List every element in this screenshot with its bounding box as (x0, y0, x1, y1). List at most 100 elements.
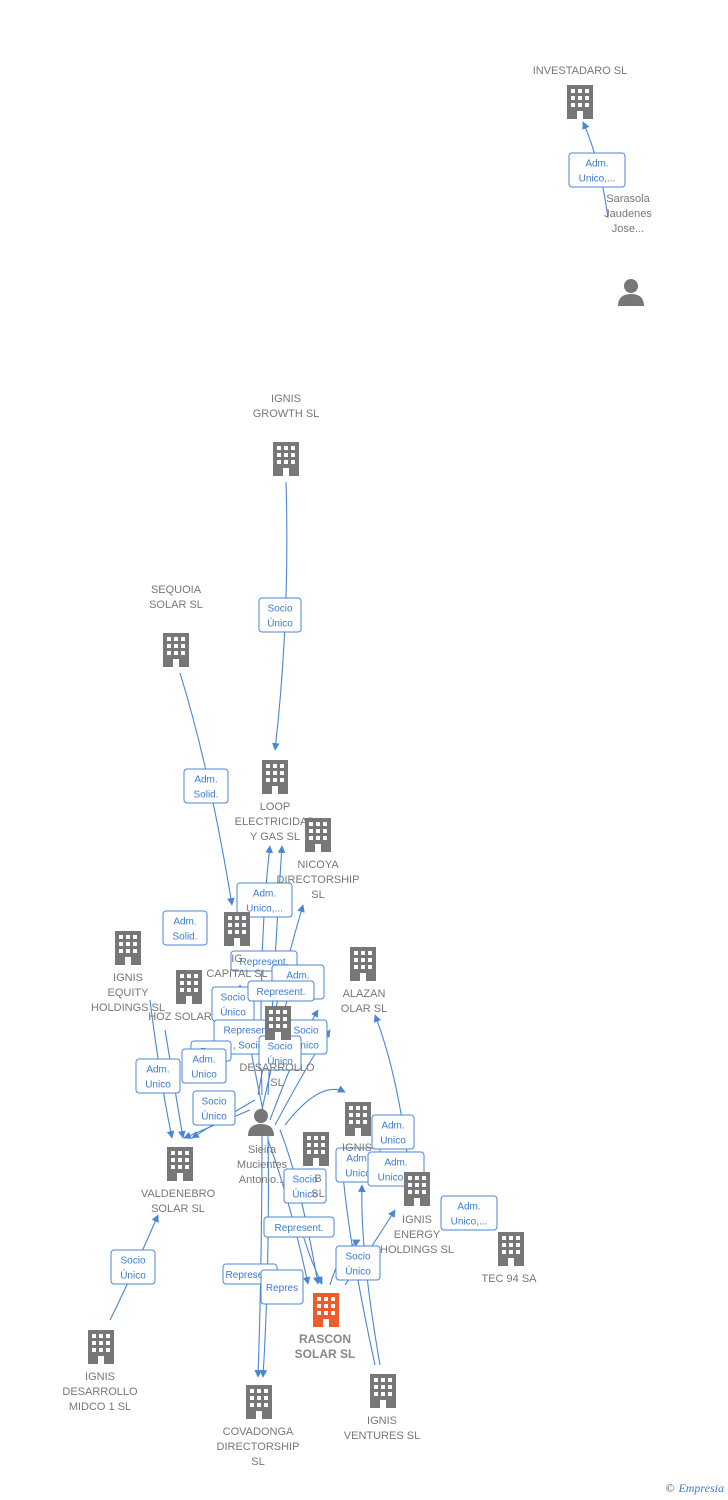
node-label: Sieira (248, 1144, 277, 1156)
relation-text: Único (292, 1188, 318, 1201)
brand-name: Empresia (678, 1481, 724, 1495)
relation-text: Unico,... (451, 1217, 488, 1228)
node-ignis-b[interactable]: BSL (303, 1132, 329, 1200)
node-label: CAPITAL SL (206, 968, 267, 980)
node-tec94[interactable]: TEC 94 SA (481, 1232, 537, 1285)
relation-box (260, 1269, 304, 1305)
node-label: Mucientes (237, 1159, 288, 1171)
node-label: B (314, 1173, 321, 1185)
relation-label[interactable]: Repres (260, 1269, 304, 1305)
relation-text: Represent. (226, 1270, 275, 1281)
relation-box (162, 910, 208, 946)
copyright-icon: © (665, 1481, 675, 1495)
relation-text: Solid. (193, 790, 218, 801)
relation-text: Adm. (384, 1158, 407, 1169)
node-label: SEQUOIA (151, 584, 202, 596)
node-label: RASCON (299, 1332, 351, 1346)
relation-text: Único (267, 617, 293, 630)
relation-label[interactable]: Adm. Unico,... (236, 882, 293, 918)
relation-label[interactable]: Represent. (247, 980, 315, 1002)
building-icon (370, 1374, 396, 1408)
node-label: IGNIS (342, 1142, 372, 1154)
relation-label[interactable]: Adm.Unico (135, 1058, 181, 1094)
node-label: VALDENEBRO (141, 1188, 216, 1200)
relation-box (236, 882, 293, 918)
relation-text: Represent. (257, 987, 306, 998)
relation-text: Unico,... (378, 1173, 415, 1184)
person-icon (248, 1109, 274, 1136)
relation-text: Socio (267, 604, 292, 615)
node-hoz-solar[interactable]: HOZ SOLAR (148, 970, 212, 1023)
relation-label[interactable]: Adm.Unico,... (440, 1195, 498, 1231)
relation-label[interactable]: Adm.Solid. (183, 768, 229, 804)
relation-text: Repres (266, 1283, 298, 1294)
relation-label[interactable]: Adm. Unico (371, 1114, 415, 1150)
node-ignis-mid[interactable]: IGNIS (342, 1102, 372, 1154)
relation-text: Adm. (173, 917, 196, 928)
node-label: IGNIS (85, 1371, 115, 1383)
node-label: SOLAR SL (149, 599, 203, 611)
node-label: GROWTH SL (253, 408, 320, 420)
building-icon (246, 1385, 272, 1419)
building-icon (303, 1132, 329, 1166)
building-icon (262, 760, 288, 794)
relation-text: Único (345, 1265, 371, 1278)
relation-text: Unico,... (246, 904, 283, 915)
node-sequoia[interactable]: SEQUOIA SOLAR SL (149, 584, 203, 667)
relation-text: Unico (380, 1136, 406, 1147)
node-label: EQUITY (108, 987, 150, 999)
building-icon (265, 1006, 291, 1040)
node-label: LOOP (260, 801, 291, 813)
node-label: IGNIS (402, 1214, 432, 1226)
building-icon (305, 818, 331, 852)
node-label: SL (251, 1456, 264, 1468)
relation-text: Adm. (253, 889, 276, 900)
relation-text: Solid. (172, 932, 197, 943)
relation-label[interactable]: Represent. (263, 1216, 335, 1238)
node-label: Sarasola (606, 193, 650, 205)
node-sarasola[interactable]: SarasolaJaudenesJose... (604, 193, 652, 306)
node-label: SL (311, 889, 324, 901)
relation-text: Socio (120, 1256, 145, 1267)
relation-text: Adm. (381, 1121, 404, 1132)
node-label: Jose... (612, 223, 644, 235)
relation-text: Único (267, 1055, 293, 1068)
relation-label[interactable]: Adm. Solid. (162, 910, 208, 946)
building-icon (115, 931, 141, 965)
node-investadaro[interactable]: INVESTADARO SL (533, 65, 628, 119)
building-icon (350, 947, 376, 981)
relation-label[interactable]: Adm.Unico,... (568, 152, 626, 188)
relation-text: Represent. (275, 1223, 324, 1234)
relation-text: Adm. (286, 971, 309, 982)
relation-box (440, 1195, 498, 1231)
building-icon (167, 1147, 193, 1181)
node-label: Y GAS SL (250, 831, 300, 843)
relation-text: Socio (293, 1026, 318, 1037)
relation-box (258, 597, 302, 633)
relation-box (135, 1058, 181, 1094)
relation-label[interactable]: Adm.Unico (181, 1048, 227, 1084)
node-sieira[interactable]: SieiraMucientesAntonio... (237, 1109, 288, 1186)
building-icon (88, 1330, 114, 1364)
